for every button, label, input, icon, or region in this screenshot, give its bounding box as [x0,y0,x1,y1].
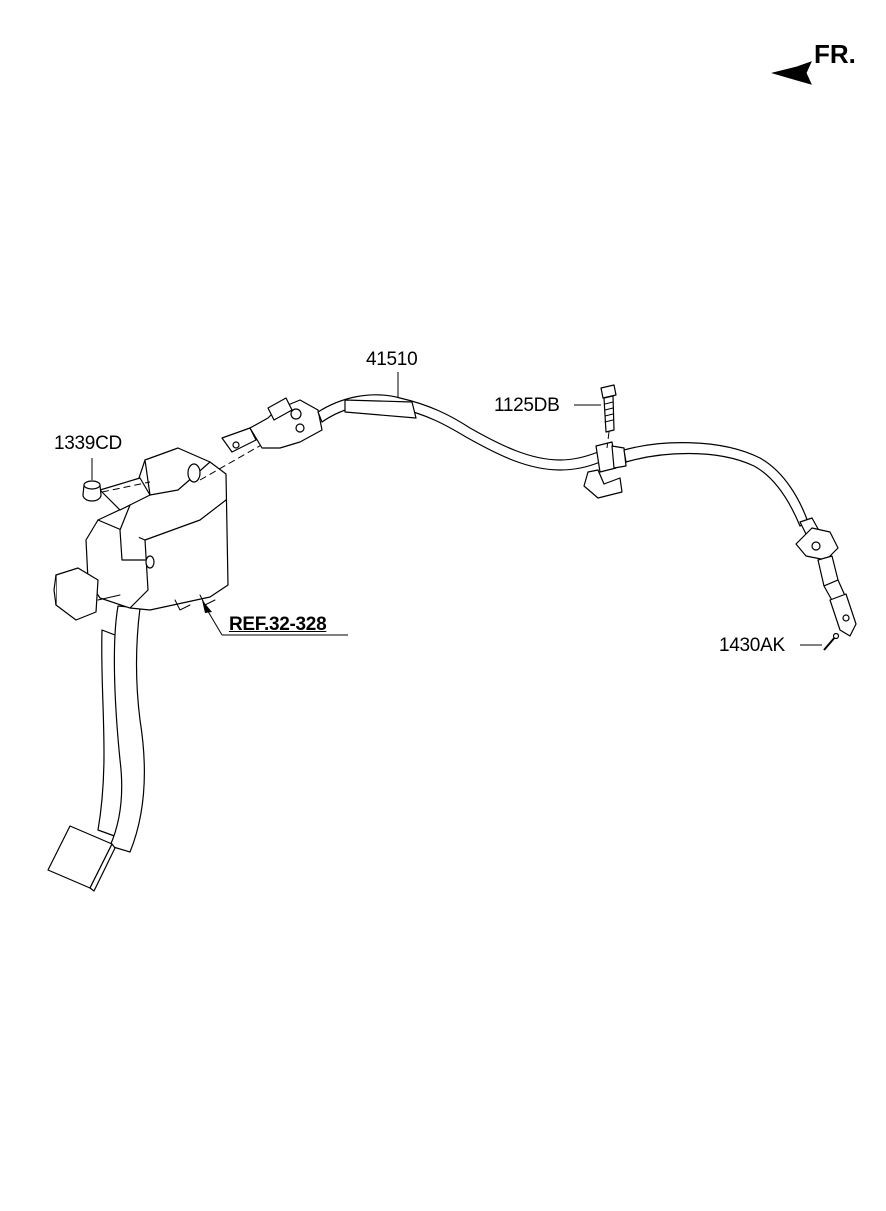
part-number-label-1430ak: 1430AK [719,635,785,656]
bolt-1125db [600,384,617,449]
front-direction-arrow-icon [771,61,812,85]
clutch-pedal-assembly [47,447,229,892]
reference-label-ref-32-328: REF.32-328 [229,614,327,635]
part-number-label-1339cd: 1339CD [54,433,122,454]
clutch-cable-41510 [199,394,857,637]
pin-1430ak [823,632,840,651]
front-direction-label: FR. [814,39,856,69]
part-number-label-41510: 41510 [366,349,418,370]
bushing-1339cd [82,480,151,502]
callout-leader-lines [91,372,822,646]
part-number-label-1125db: 1125DB [494,395,560,416]
